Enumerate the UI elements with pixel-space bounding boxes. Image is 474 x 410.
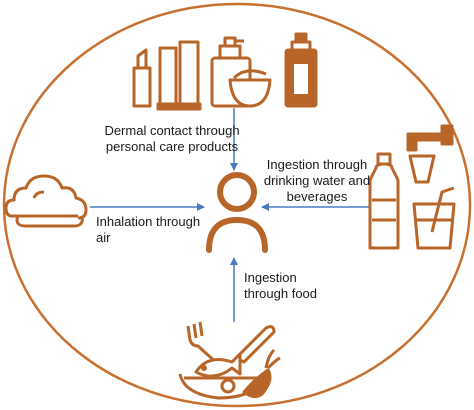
label-dermal-contact: Dermal contact through personal care pro… [104,123,240,154]
person-icon [206,172,268,253]
label-inhalation-air: Inhalation through air [96,214,201,245]
label-ingestion-water: Ingestion through drinking water and bev… [263,157,371,204]
cloud-icon [4,174,88,228]
cosmetics-icon [132,32,318,111]
drinking-water-icon [368,124,456,250]
food-icon [178,321,281,400]
label-ingestion-food: Ingestion through food [244,270,318,301]
